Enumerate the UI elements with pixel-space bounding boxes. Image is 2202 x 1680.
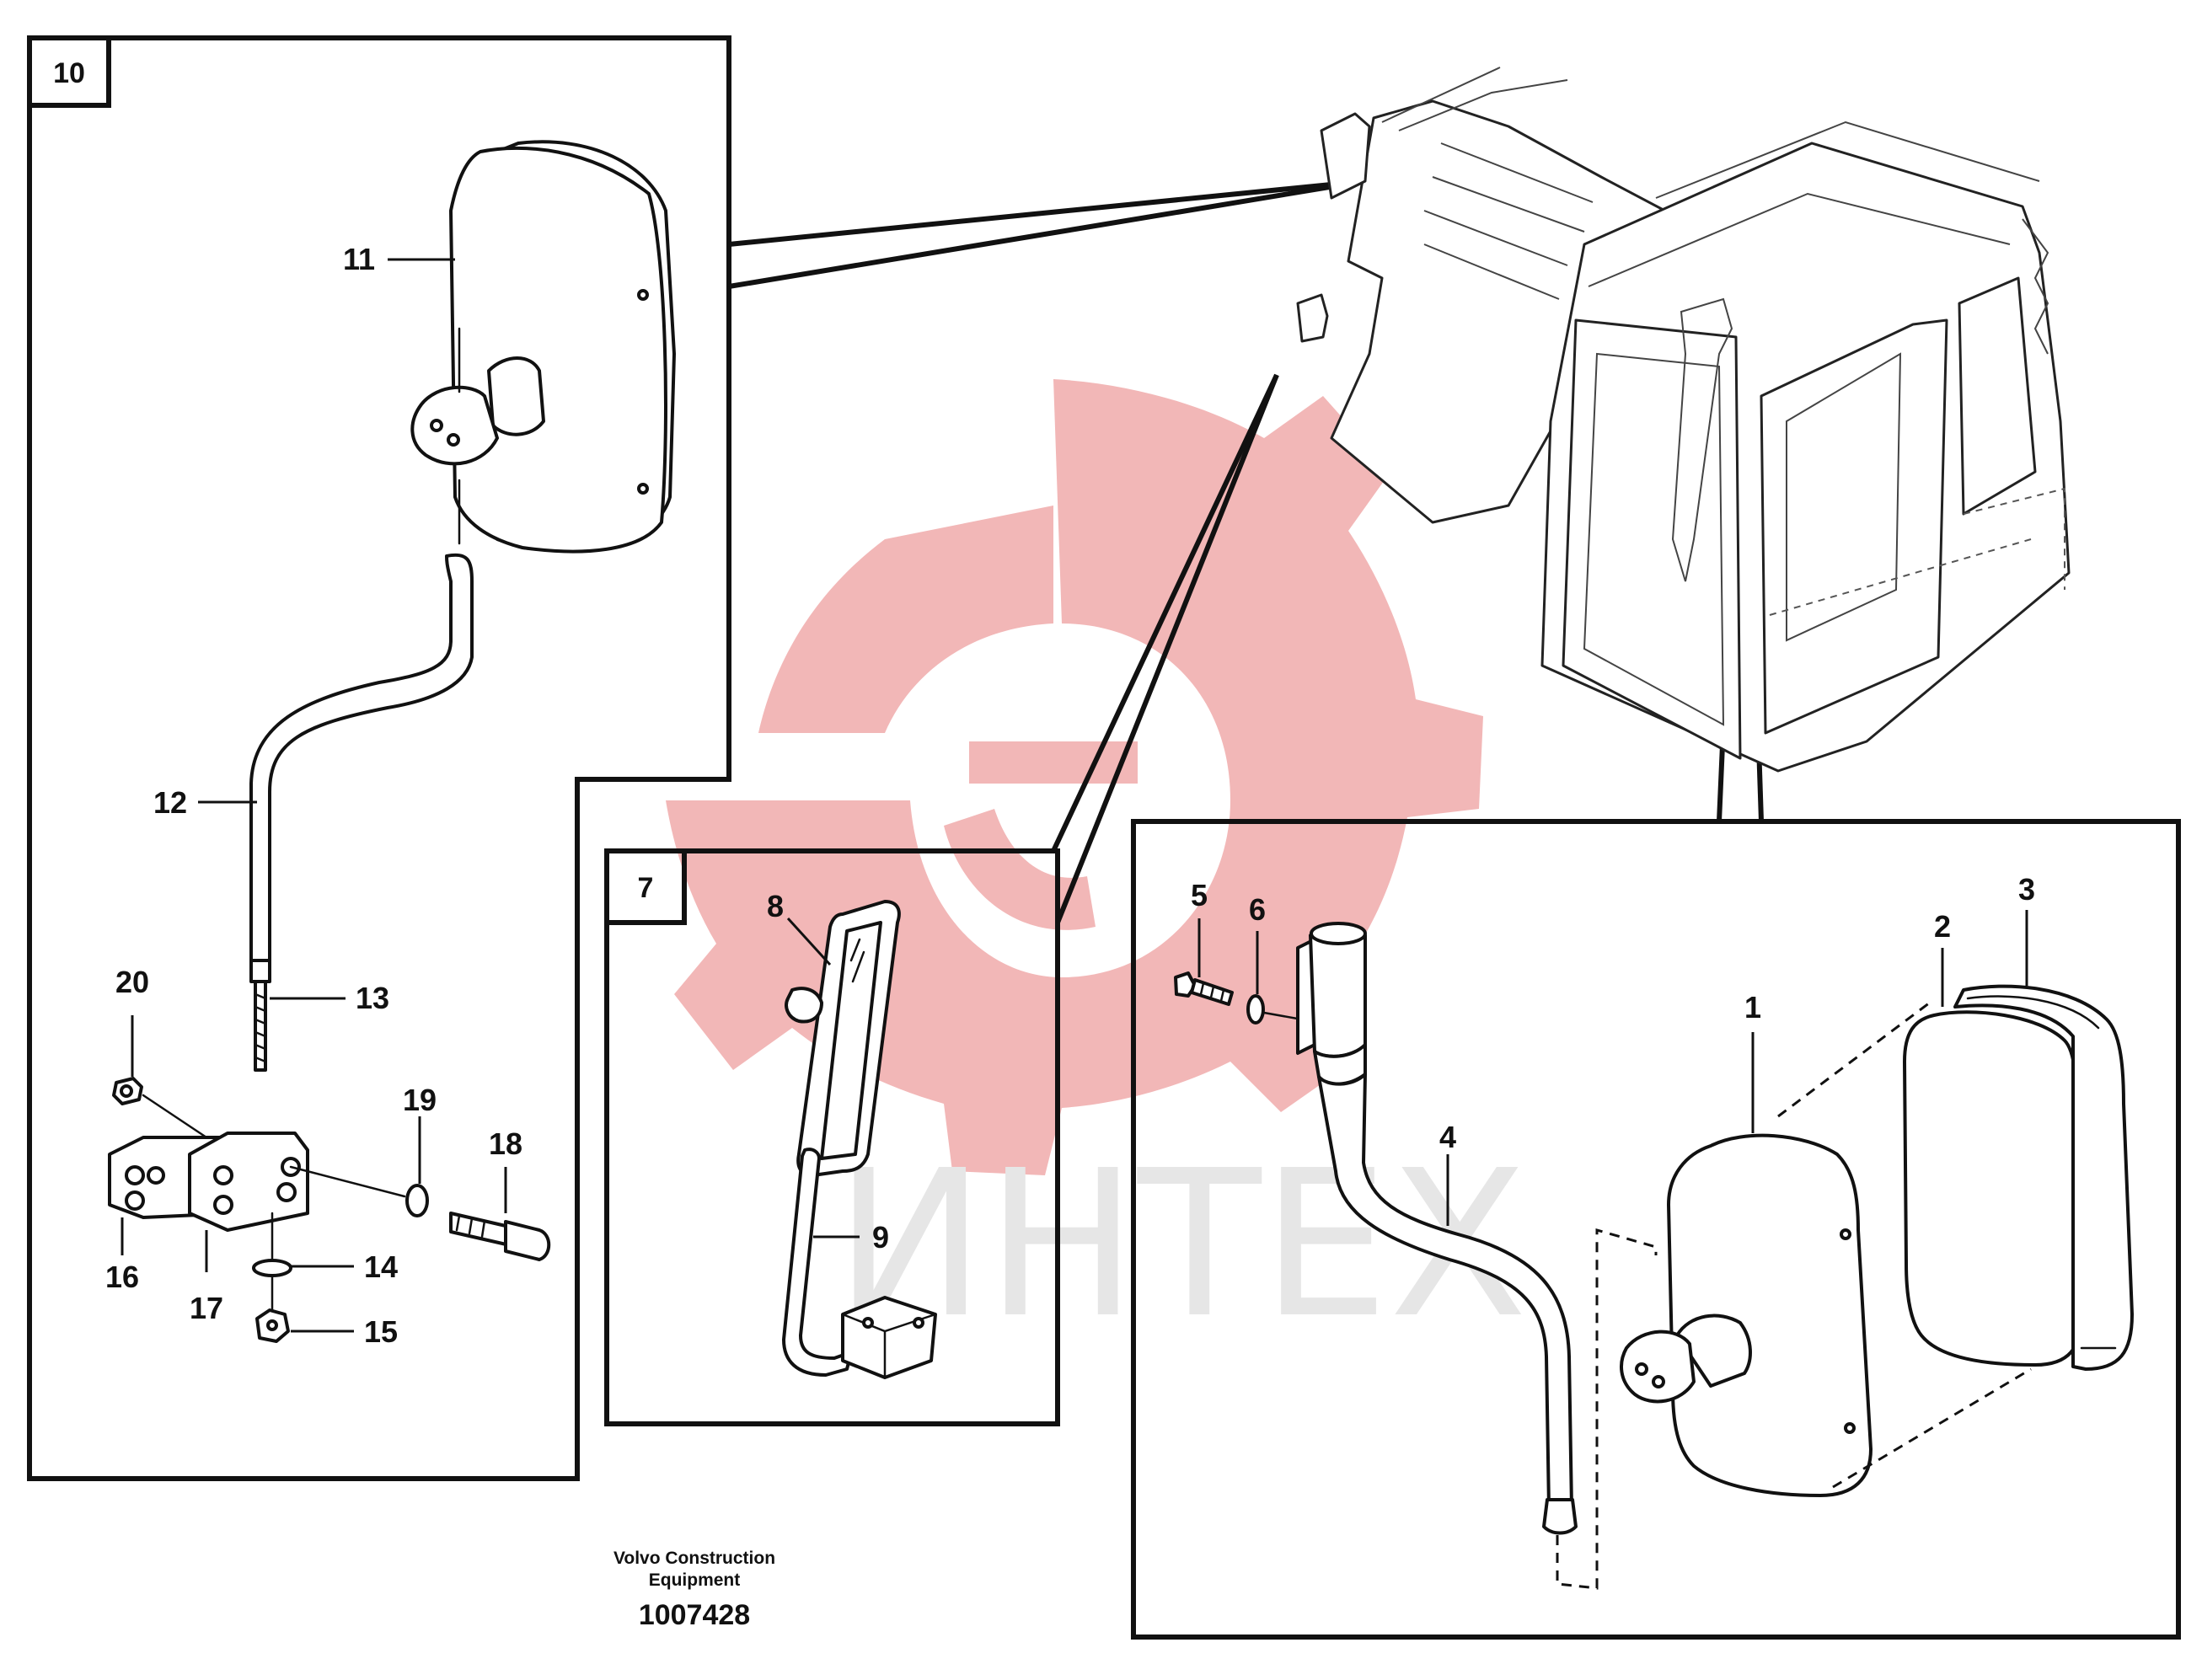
threaded-stud-13 <box>249 959 271 1072</box>
washer-6 <box>1246 994 1265 1025</box>
svg-text:13: 13 <box>356 981 389 1015</box>
svg-text:4: 4 <box>1439 1120 1456 1154</box>
mirror-glass-2 <box>1903 1010 2083 1367</box>
svg-text:11: 11 <box>343 242 375 276</box>
footer-company-line1: Volvo Construction <box>613 1549 775 1568</box>
washer-14 <box>252 1259 292 1277</box>
nut-15 <box>255 1308 290 1343</box>
washer-19 <box>405 1184 429 1217</box>
callout-15: 15 <box>291 1314 398 1349</box>
detail-7-label: 7 <box>638 872 654 904</box>
svg-text:14: 14 <box>364 1249 398 1284</box>
svg-text:3: 3 <box>2018 872 2035 907</box>
svg-text:2: 2 <box>1934 909 1951 944</box>
svg-text:19: 19 <box>403 1083 437 1117</box>
mirror-head-11 <box>410 140 676 554</box>
callout-11: 11 <box>343 242 455 276</box>
detail-7-frame <box>604 848 1060 1426</box>
callout-13: 13 <box>270 981 389 1015</box>
callout-4: 4 <box>1439 1120 1456 1226</box>
svg-text:16: 16 <box>105 1260 139 1294</box>
svg-text:6: 6 <box>1249 892 1266 927</box>
footer-company-line2: Equipment <box>649 1570 741 1590</box>
screw-5 <box>1174 971 1234 1006</box>
interior-mirror-8 <box>785 900 901 1177</box>
detail-7-label-box <box>604 848 687 925</box>
mirror-mount-bracket <box>1296 922 1367 1086</box>
callout-18: 18 <box>489 1126 522 1213</box>
clamp-17 <box>188 1132 309 1232</box>
callout-3: 3 <box>2018 872 2035 986</box>
bolt-18 <box>449 1212 551 1261</box>
mirror-frame-3 <box>1953 984 2134 1371</box>
view-connectors <box>728 179 1764 924</box>
detail-10-label-box <box>27 35 111 108</box>
nut-20 <box>112 1077 208 1139</box>
mirror-arm-12 <box>249 553 474 962</box>
svg-text:1: 1 <box>1744 990 1761 1025</box>
svg-text:5: 5 <box>1191 878 1208 912</box>
svg-text:20: 20 <box>115 965 149 999</box>
svg-text:15: 15 <box>364 1314 398 1349</box>
svg-text:9: 9 <box>872 1220 889 1255</box>
excavator-cab <box>1296 67 2071 773</box>
callout-19: 19 <box>403 1083 437 1184</box>
callout-6: 6 <box>1249 892 1266 994</box>
callout-2: 2 <box>1934 909 1951 1007</box>
svg-text:12: 12 <box>153 785 187 820</box>
callout-9: 9 <box>813 1220 889 1255</box>
mirror-assembly-frame <box>1131 819 2181 1640</box>
svg-text:17: 17 <box>190 1291 223 1325</box>
drawing-number: 1007428 <box>639 1599 750 1631</box>
callout-16: 16 <box>105 1217 139 1294</box>
callout-1: 1 <box>1744 990 1761 1133</box>
callout-8: 8 <box>767 889 832 966</box>
arm-end-cap <box>1542 1498 1578 1535</box>
svg-text:18: 18 <box>489 1126 522 1161</box>
callout-17: 17 <box>190 1230 223 1325</box>
callout-14: 14 <box>291 1249 398 1284</box>
callout-5: 5 <box>1191 878 1208 977</box>
mirror-housing-1 <box>1620 1133 1873 1497</box>
mirror-arm-4 <box>1317 1073 1573 1510</box>
detail-10-frame <box>27 35 731 1481</box>
callout-20: 20 <box>115 965 149 1077</box>
interior-mirror-arm-9 <box>782 1148 937 1379</box>
callout-12: 12 <box>153 785 257 820</box>
svg-text:8: 8 <box>767 889 784 923</box>
detail-10-label: 10 <box>53 57 85 89</box>
